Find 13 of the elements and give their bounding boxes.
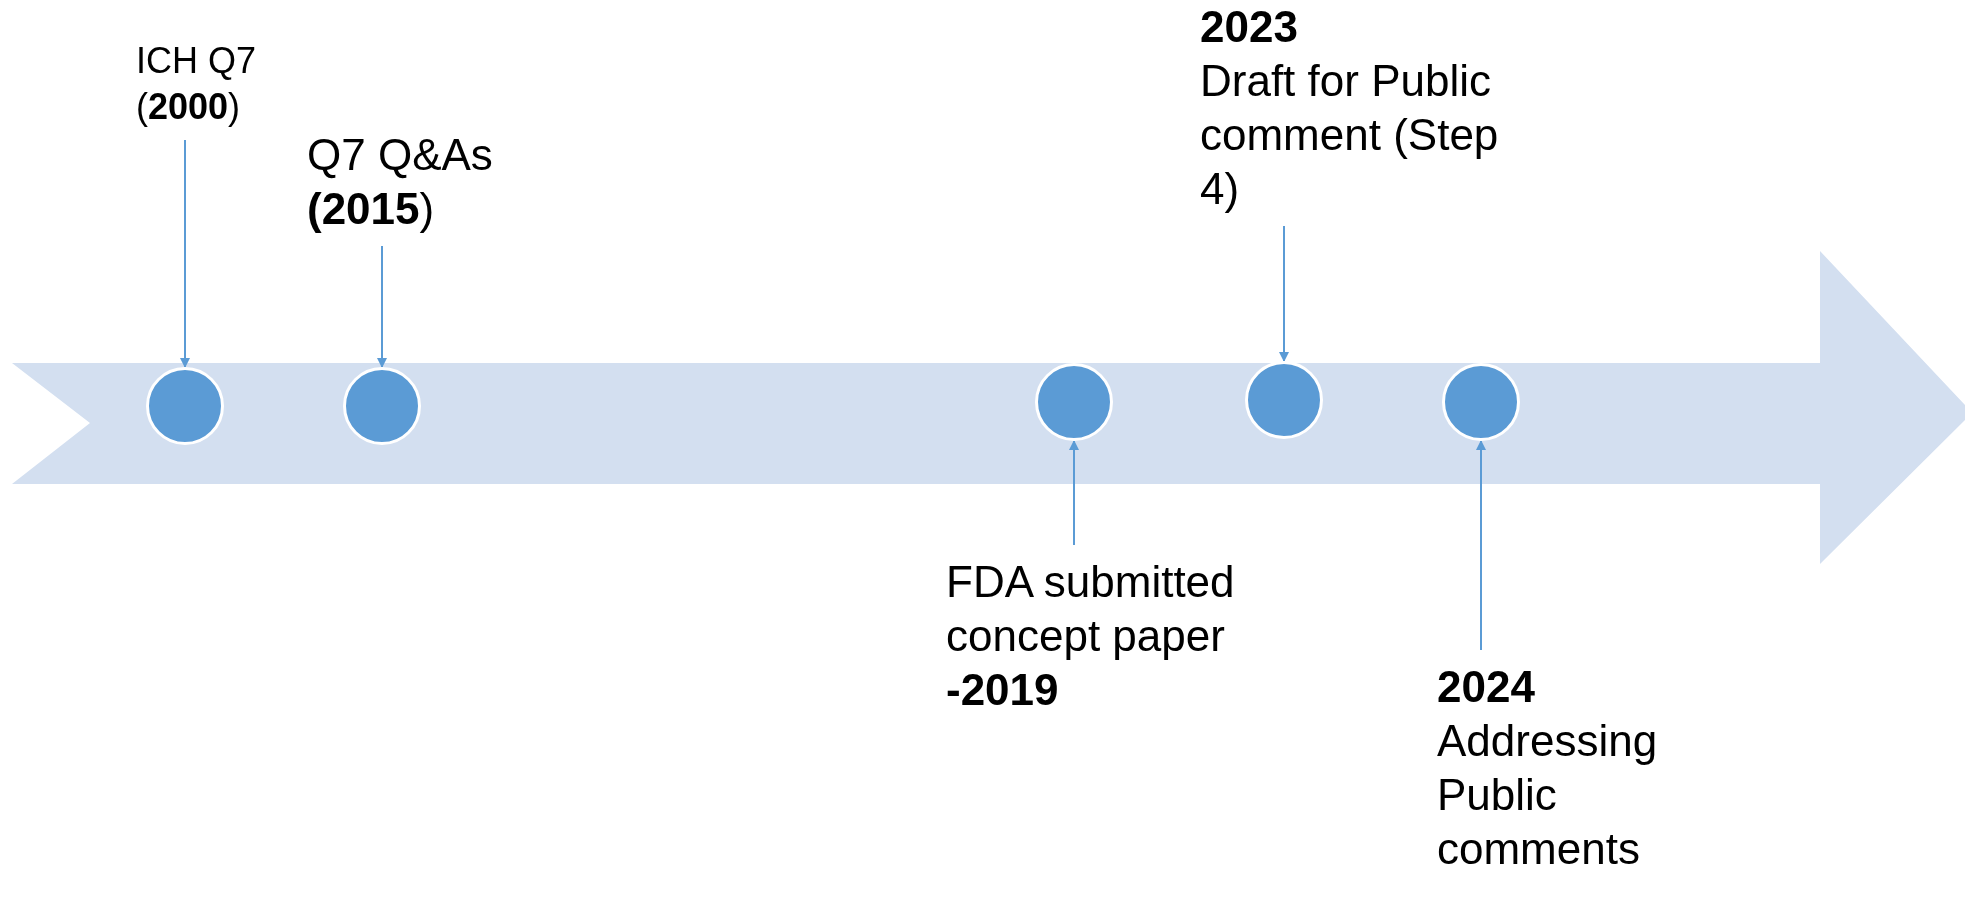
arrow bbox=[1069, 440, 1079, 546]
milestone-label: Draft for Public comment (Step 4) bbox=[1200, 55, 1500, 215]
milestone-year: 2024 bbox=[1437, 661, 1536, 713]
milestone-label: FDA submitted concept paper bbox=[946, 556, 1236, 662]
milestone-year: 2023 bbox=[1200, 1, 1299, 53]
milestone-label: Addressing Public comments bbox=[1437, 715, 1659, 875]
arrow bbox=[377, 245, 387, 368]
arrow bbox=[1279, 225, 1289, 362]
milestone-label: ICH Q7 (2000) bbox=[136, 38, 286, 130]
arrow bbox=[180, 139, 190, 368]
milestone-year: -2019 bbox=[946, 664, 1060, 716]
arrow bbox=[1476, 440, 1486, 651]
milestone-label: Q7 Q&As (2015) bbox=[307, 128, 547, 236]
